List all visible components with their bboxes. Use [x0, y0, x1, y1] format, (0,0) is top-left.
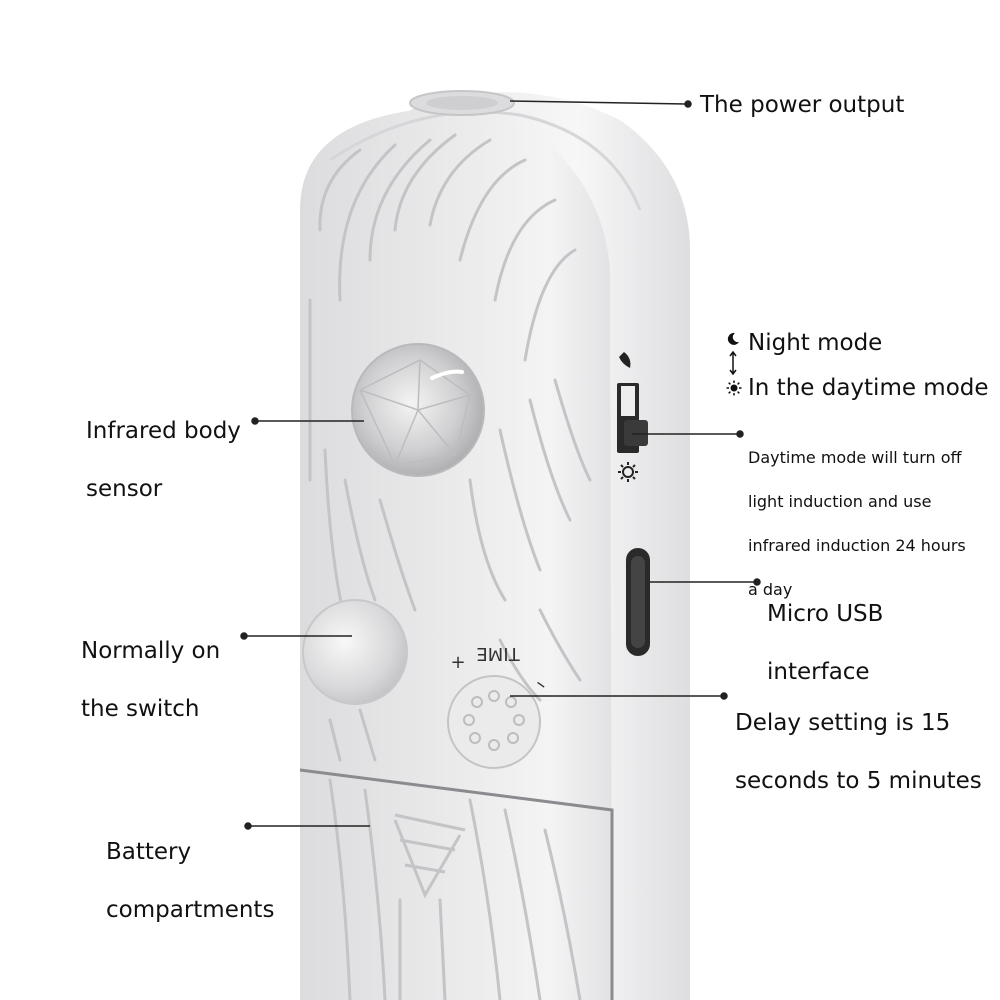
micro-usb-line-2: interface	[767, 659, 870, 685]
moon-icon	[727, 332, 739, 345]
delay-setting-line-2: seconds to 5 minutes	[735, 768, 982, 794]
micro-usb-line-1: Micro USB	[767, 601, 884, 627]
leader-lines	[240, 100, 761, 830]
up-down-arrow-icon	[729, 350, 737, 376]
label-micro-usb: Micro USB interface	[767, 571, 883, 716]
sun-icon	[726, 380, 742, 396]
infrared-sensor-dome	[351, 343, 485, 477]
time-dial-label: TIME	[476, 643, 520, 664]
label-night-mode: Night mode	[748, 330, 883, 356]
daytime-note-line-4: a day	[748, 580, 793, 599]
normally-on-switch-button	[302, 599, 408, 705]
normally-on-line-2: the switch	[81, 696, 200, 722]
delay-setting-line-1: Delay setting is 15	[735, 710, 951, 736]
daytime-note-line-1: Daytime mode will turn off	[748, 448, 962, 467]
mode-slide-switch	[617, 352, 648, 482]
normally-on-line-1: Normally on	[81, 638, 221, 664]
time-dial-plus: +	[450, 652, 465, 673]
label-battery-compartments: Battery compartments	[106, 809, 274, 954]
battery-line-2: compartments	[106, 897, 275, 923]
infrared-sensor-line-2: sensor	[86, 476, 163, 502]
label-normally-on-switch: Normally on the switch	[81, 608, 220, 753]
label-daytime-mode: In the daytime mode	[748, 375, 989, 401]
daytime-note-line-3: infrared induction 24 hours	[748, 536, 966, 555]
daytime-note-line-2: light induction and use	[748, 492, 932, 511]
label-delay-setting: Delay setting is 15 seconds to 5 minutes	[735, 680, 982, 825]
time-dial: TIME + –	[447, 643, 553, 769]
label-power-output: The power output	[700, 92, 905, 118]
infrared-sensor-line-1: Infrared body	[86, 418, 241, 444]
battery-line-1: Battery	[106, 839, 192, 865]
ridge-pattern	[308, 133, 592, 1000]
label-daytime-note: Daytime mode will turn off light inducti…	[748, 425, 966, 623]
device-body	[300, 90, 690, 1000]
battery-compartment-cover	[299, 768, 614, 1000]
label-infrared-sensor: Infrared body sensor	[86, 388, 241, 533]
